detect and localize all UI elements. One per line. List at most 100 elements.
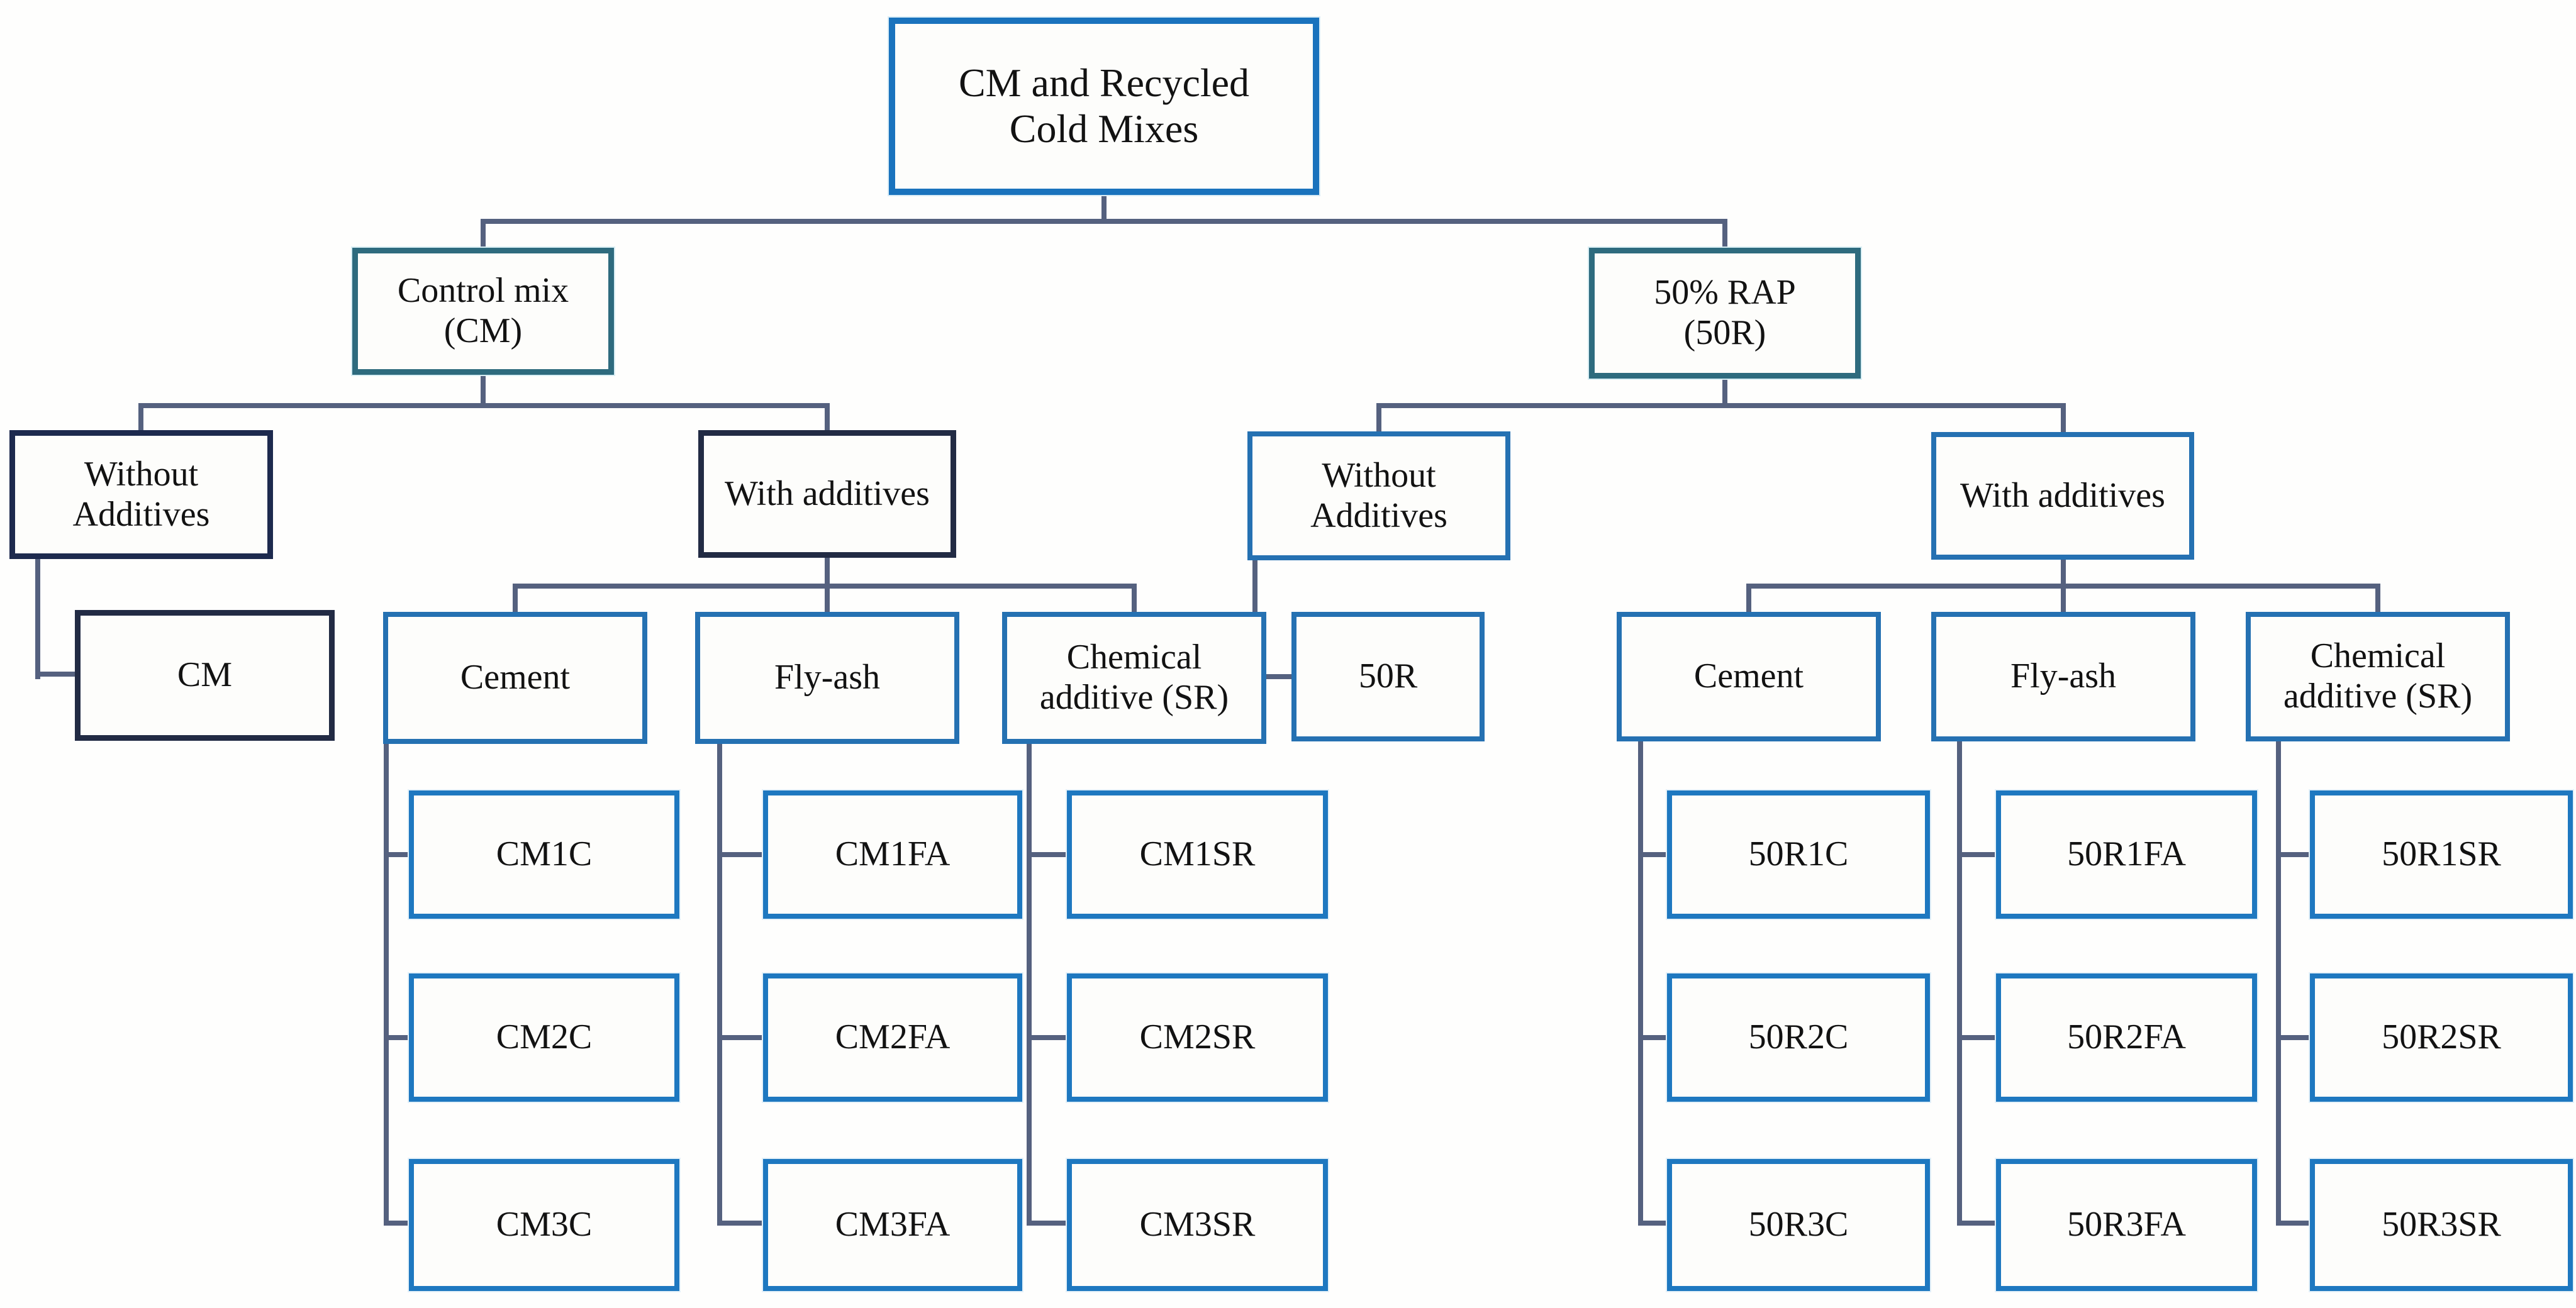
node-label: CM3C: [496, 1205, 593, 1244]
node-50r-leaf: 50R: [1291, 612, 1485, 741]
connector-line: [825, 584, 830, 617]
node-label: Cement: [460, 658, 571, 697]
connector-line: [717, 1035, 763, 1040]
connector-line: [384, 1221, 414, 1226]
node-cm2sr: CM2SR: [1067, 973, 1328, 1102]
connector-line: [1722, 376, 1727, 408]
node-label: 50R1C: [1748, 834, 1849, 874]
node-50r2c: 50R2C: [1667, 973, 1930, 1102]
node-with-additives-right: With additives: [1931, 432, 2194, 560]
node-without-additives-left: Without Additives: [9, 430, 273, 559]
connector-line: [2276, 740, 2281, 1226]
node-50-rap: 50% RAP (50R): [1589, 248, 1861, 379]
node-cm1c: CM1C: [409, 790, 679, 919]
connector-line: [1957, 740, 1962, 1226]
connector-line: [1027, 852, 1072, 857]
node-50r1c: 50R1C: [1667, 790, 1930, 919]
node-50r3fa: 50R3FA: [1996, 1159, 2257, 1291]
connector-line: [384, 742, 389, 1226]
node-label: CM1SR: [1139, 834, 1256, 874]
connector-line: [1746, 584, 1751, 617]
connector-line: [717, 742, 722, 1226]
connector-line: [1132, 584, 1137, 617]
connector-line: [1957, 852, 2001, 857]
node-label: CM and Recycled Cold Mixes: [958, 60, 1250, 151]
node-cm-leaf: CM: [75, 610, 335, 741]
node-cm3sr: CM3SR: [1067, 1159, 1328, 1291]
node-label: CM1FA: [835, 834, 951, 874]
connector-line: [1957, 1221, 2001, 1226]
node-label: Fly-ash: [774, 658, 880, 697]
node-label: Chemical additive (SR): [1039, 638, 1229, 717]
node-label: CM2SR: [1139, 1017, 1256, 1057]
node-control-mix: Control mix (CM): [352, 248, 614, 375]
node-chemical-right: Chemical additive (SR): [2246, 612, 2510, 741]
connector-line: [1376, 403, 2066, 408]
node-label: 50R1FA: [2067, 834, 2186, 874]
node-cement-right: Cement: [1617, 612, 1881, 741]
connector-line: [384, 1035, 414, 1040]
node-label: Chemical additive (SR): [2283, 636, 2473, 716]
node-50r1fa: 50R1FA: [1996, 790, 2257, 919]
connector-line: [1638, 1221, 1672, 1226]
connector-line: [513, 584, 518, 617]
connector-line: [2276, 1221, 2315, 1226]
node-with-additives-left: With additives: [698, 430, 956, 558]
node-flyash-left: Fly-ash: [695, 612, 959, 744]
node-chemical-left: Chemical additive (SR): [1002, 612, 1266, 744]
connector-line: [1027, 742, 1032, 1226]
node-label: 50R1SR: [2382, 834, 2501, 874]
node-root: CM and Recycled Cold Mixes: [889, 18, 1319, 195]
node-flyash-right: Fly-ash: [1931, 612, 2195, 741]
connector-line: [825, 556, 830, 589]
connector-line: [2276, 852, 2315, 857]
node-label: CM3FA: [835, 1205, 951, 1244]
connector-line: [1027, 1035, 1072, 1040]
connector-line: [1957, 1035, 2001, 1040]
connector-line: [481, 372, 486, 408]
connector-line: [2375, 584, 2380, 617]
node-50r2fa: 50R2FA: [1996, 973, 2257, 1102]
connector-line: [717, 852, 763, 857]
connector-line: [1638, 852, 1672, 857]
node-without-additives-right: Without Additives: [1247, 431, 1510, 560]
node-50r3sr: 50R3SR: [2310, 1159, 2573, 1291]
node-label: 50% RAP (50R): [1654, 273, 1796, 352]
connector-line: [1252, 674, 1296, 679]
connector-line: [35, 672, 79, 677]
connector-line: [1722, 219, 1727, 253]
connector-line: [2061, 403, 2066, 437]
connector-line: [138, 403, 830, 408]
node-cm3c: CM3C: [409, 1159, 679, 1291]
node-label: 50R3SR: [2382, 1205, 2501, 1244]
connector-line: [2061, 584, 2066, 617]
connector-line: [1638, 1035, 1672, 1040]
node-label: With additives: [725, 474, 930, 513]
node-label: 50R2FA: [2067, 1017, 2186, 1057]
node-label: Without Additives: [1310, 455, 1447, 535]
node-label: Without Additives: [72, 454, 210, 534]
connector-line: [35, 557, 40, 679]
node-50r2sr: 50R2SR: [2310, 973, 2573, 1102]
node-label: CM: [177, 655, 233, 695]
connector-line: [481, 219, 1727, 224]
node-50r1sr: 50R1SR: [2310, 790, 2573, 919]
connector-line: [2276, 1035, 2315, 1040]
node-label: 50R2C: [1748, 1017, 1849, 1057]
node-label: Control mix (CM): [397, 271, 569, 350]
node-label: CM1C: [496, 834, 593, 874]
node-label: CM2C: [496, 1017, 593, 1057]
connector-line: [481, 219, 486, 253]
node-label: Fly-ash: [2010, 657, 2116, 696]
node-label: 50R3FA: [2067, 1205, 2186, 1244]
node-cm2c: CM2C: [409, 973, 679, 1102]
node-label: 50R2SR: [2382, 1017, 2501, 1057]
node-cm2fa: CM2FA: [763, 973, 1022, 1102]
connector-line: [1638, 740, 1643, 1226]
node-cm1sr: CM1SR: [1067, 790, 1328, 919]
connector-line: [717, 1221, 763, 1226]
node-label: 50R: [1358, 657, 1418, 696]
node-cement-left: Cement: [383, 612, 647, 744]
connector-line: [2061, 558, 2066, 589]
